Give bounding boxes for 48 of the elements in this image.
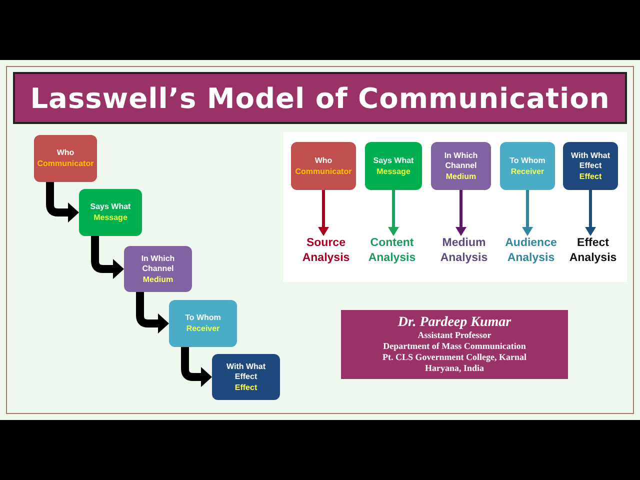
arrow bbox=[585, 190, 596, 236]
step-question: Says What bbox=[373, 156, 414, 166]
step-question: Says What bbox=[90, 202, 131, 212]
analysis-label: Effect Analysis bbox=[569, 236, 617, 266]
step-question: With What Effect bbox=[225, 362, 267, 382]
title-text: Lasswell’s Model of Communication bbox=[30, 82, 610, 114]
step-box bbox=[431, 142, 491, 190]
author-location: Haryana, India bbox=[424, 363, 484, 374]
step-role: Receiver bbox=[510, 166, 544, 176]
step-role: Medium bbox=[142, 274, 174, 284]
step-question: To Whom bbox=[510, 156, 546, 166]
analysis-label: Audience Analysis bbox=[505, 236, 557, 266]
step-role: Effect bbox=[234, 382, 258, 392]
step-role: Medium bbox=[446, 172, 476, 182]
step-question: In Which Channel bbox=[140, 254, 176, 274]
step-question: To Whom bbox=[185, 313, 221, 323]
panel-background bbox=[283, 132, 627, 282]
step-box bbox=[79, 189, 142, 236]
arrow bbox=[318, 190, 329, 236]
analysis-label: Source Analysis bbox=[302, 236, 350, 266]
author-position: Assistant Professor bbox=[418, 330, 492, 341]
step-role: Communicator bbox=[37, 159, 94, 169]
author-college: Pt. CLS Government College, Karnal bbox=[382, 352, 526, 363]
step-box bbox=[124, 246, 192, 292]
author-department: Department of Mass Communication bbox=[383, 341, 526, 352]
step-role: Message bbox=[376, 166, 410, 176]
step-question: Who bbox=[314, 156, 332, 166]
step-box bbox=[212, 354, 280, 400]
step-box bbox=[169, 300, 237, 347]
arrow bbox=[522, 190, 533, 236]
step-role: Message bbox=[94, 213, 128, 223]
step-role: Communicator bbox=[295, 166, 352, 176]
step-question: In Which Channel bbox=[443, 150, 479, 170]
author-card bbox=[341, 310, 568, 379]
analysis-label: Medium Analysis bbox=[440, 236, 488, 266]
arrow bbox=[388, 190, 399, 236]
step-box bbox=[291, 142, 356, 190]
arrow bbox=[456, 190, 466, 236]
step-question: With What Effect bbox=[570, 150, 612, 170]
step-question: Who bbox=[56, 148, 74, 158]
step-box bbox=[500, 142, 555, 190]
step-role: Effect bbox=[579, 172, 602, 182]
step-box bbox=[365, 142, 422, 190]
step-box bbox=[563, 142, 618, 190]
step-role: Receiver bbox=[186, 324, 220, 334]
analysis-label: Content Analysis bbox=[368, 236, 416, 266]
author-name: Dr. Pardeep Kumar bbox=[398, 315, 512, 330]
step-box bbox=[34, 135, 97, 182]
